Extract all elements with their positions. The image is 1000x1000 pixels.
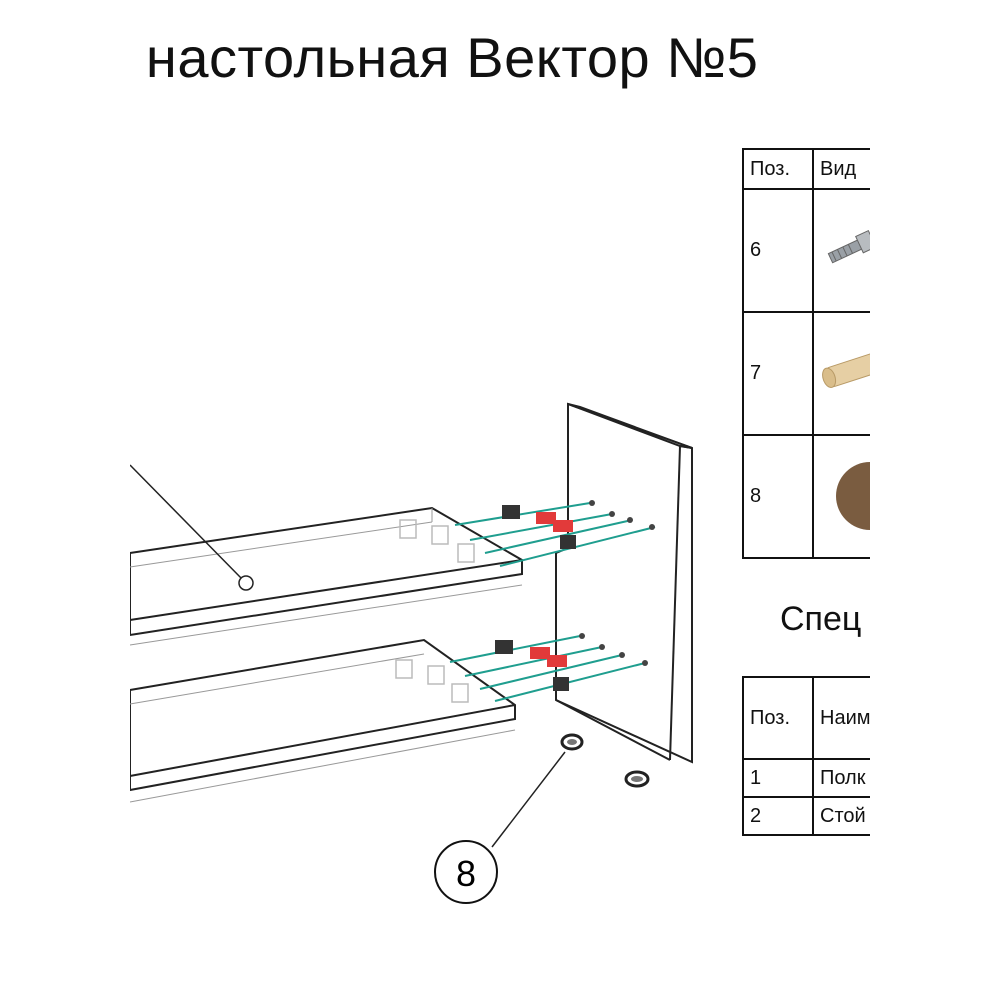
spec-heading: Спец (780, 600, 862, 638)
parts-pos-cell: 7 (742, 311, 814, 436)
right-crop-margin (870, 0, 1000, 1000)
spec-header-pos: Поз. (742, 676, 814, 760)
callout-8: 8 (434, 840, 498, 904)
spec-pos-cell: 1 (742, 758, 814, 798)
upper-shelf (129, 506, 523, 646)
shelf-leader-line (129, 464, 244, 581)
glide-leader-line (491, 751, 566, 848)
lower-fasteners (395, 633, 648, 703)
wooden-dowel-icon (822, 352, 882, 388)
left-crop-margin (0, 0, 130, 1000)
document-title: ка настольная Вектор №5 (130, 26, 759, 89)
spec-pos-cell: 2 (742, 796, 814, 836)
shelf-leader-dot (238, 575, 254, 591)
lower-shelf (129, 638, 516, 803)
parts-pos-cell: 8 (742, 434, 814, 559)
title-area: ка настольная Вектор №5 (130, 0, 870, 110)
side-panel (555, 402, 693, 764)
callout-8-label: 8 (456, 853, 476, 894)
parts-header-pos: Поз. (742, 148, 814, 190)
glide-discs (560, 733, 650, 788)
upper-fasteners (399, 500, 656, 567)
parts-pos-cell: 6 (742, 188, 814, 313)
